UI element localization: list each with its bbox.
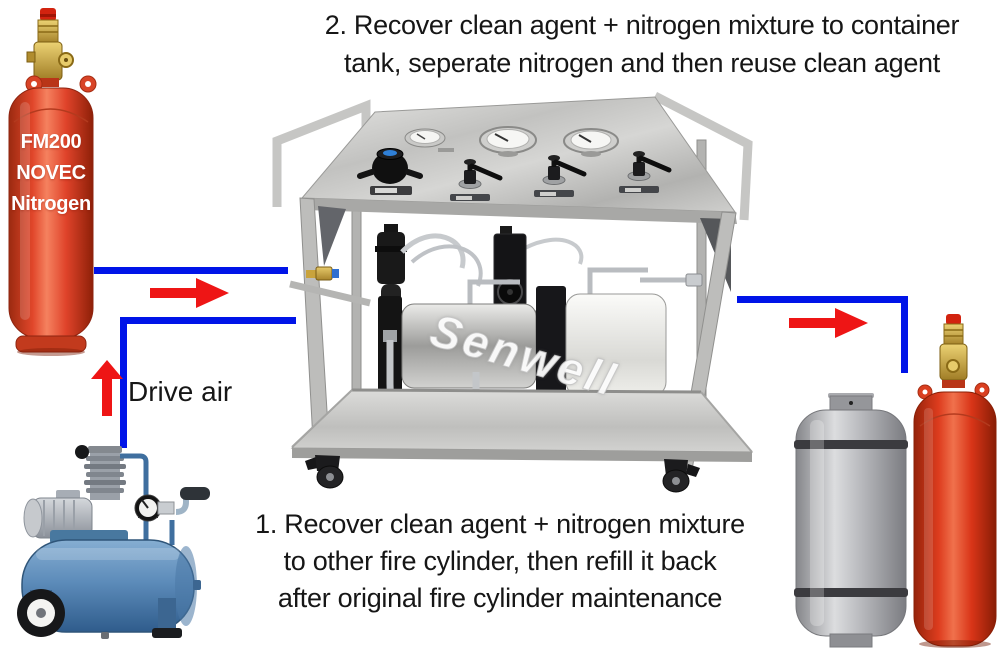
valve-handle xyxy=(450,159,503,201)
step2-line2: tank, seperate nitrogen and then reuse c… xyxy=(344,48,940,78)
compressor-leg xyxy=(152,598,182,638)
arrow-right-icon xyxy=(150,278,229,308)
air-inlet-fitting xyxy=(306,266,339,281)
compressor-wheel xyxy=(17,589,65,637)
flow-line-cylinder-to-machine xyxy=(94,267,288,274)
drive-air-label: Drive air xyxy=(128,376,233,407)
recovery-machine-illustration xyxy=(272,92,754,493)
caster-wheel-left xyxy=(305,455,344,489)
step2-caption: 2. Recover clean agent + nitrogen mixtur… xyxy=(292,6,992,82)
step1-caption: 1. Recover clean agent + nitrogen mixtur… xyxy=(222,506,778,617)
container-tank-illustration xyxy=(794,393,908,648)
machine-shelf-edge xyxy=(292,448,752,462)
machine-top-panel-edge xyxy=(302,198,737,224)
machine-side-rail xyxy=(289,280,371,307)
flow-line-driveair-vertical xyxy=(120,317,127,448)
hose xyxy=(524,237,584,265)
step1-line2: to other fire cylinder, then refill it b… xyxy=(283,546,717,576)
pump-control-box xyxy=(493,226,527,307)
compressor-drain xyxy=(101,632,109,639)
air-filter-regulator xyxy=(375,224,407,308)
flow-line-machine-to-tank-vertical xyxy=(901,296,908,373)
source-cylinder-illustration xyxy=(8,8,97,356)
compressor-pump-head xyxy=(75,445,126,500)
source-cylinder-labels: FM200 NOVEC Nitrogen xyxy=(7,127,95,220)
hose xyxy=(400,233,466,269)
pressure-gauge-small xyxy=(404,128,454,152)
flow-line-driveair-horizontal xyxy=(120,317,296,324)
step2-line1: 2. Recover clean agent + nitrogen mixtur… xyxy=(324,10,960,40)
valve-handle xyxy=(619,151,672,193)
label-fm200: FM200 xyxy=(20,131,82,153)
flow-line-machine-to-tank-horizontal xyxy=(737,296,908,303)
arrow-up-icon xyxy=(91,360,123,416)
caster-wheel-right xyxy=(662,459,700,493)
machine-right-handle xyxy=(652,92,753,221)
machine-gusset-left xyxy=(318,206,346,266)
valve-handle xyxy=(534,155,587,197)
machine-bottom-shelf xyxy=(290,389,754,453)
pressure-gauge-center xyxy=(479,126,537,157)
compressor-pipe xyxy=(120,453,149,540)
step1-line1: 1. Recover clean agent + nitrogen mixtur… xyxy=(255,509,745,539)
hose xyxy=(410,244,483,287)
compressor-tank xyxy=(21,539,201,633)
label-nitrogen: Nitrogen xyxy=(11,193,91,215)
label-novec: NOVEC xyxy=(16,162,86,184)
compressor-gauge xyxy=(134,494,175,522)
step1-line3: after original fire cylinder maintenance xyxy=(277,583,723,613)
arrow-right-icon xyxy=(789,308,868,338)
compressor-handle xyxy=(175,487,210,515)
pressure-gauge-right xyxy=(563,128,619,157)
regulator-knob xyxy=(357,148,423,195)
target-cylinder-illustration xyxy=(913,314,997,648)
air-compressor-illustration xyxy=(17,445,210,639)
